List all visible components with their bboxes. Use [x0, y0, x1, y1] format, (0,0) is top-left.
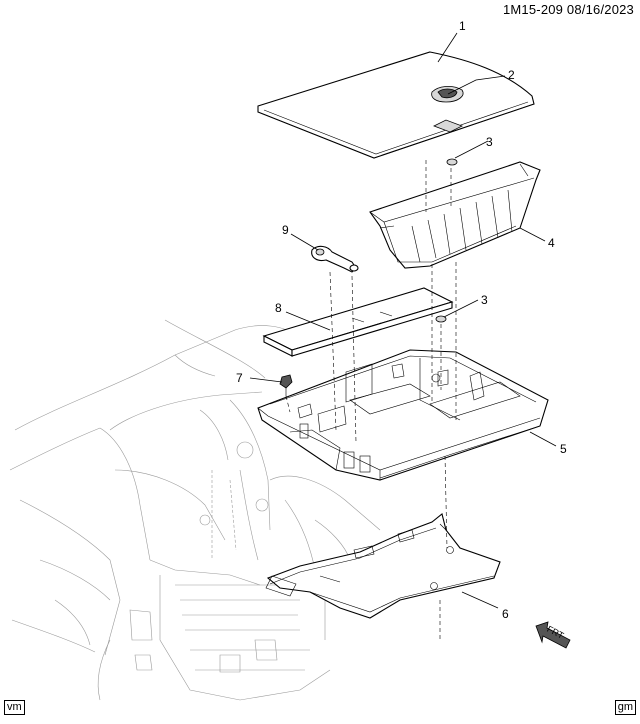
part-3-grommet-lower	[435, 315, 447, 323]
diagram-code: 1M15-209	[502, 2, 564, 17]
leader-lines	[249, 32, 557, 609]
vehicle-body-outline	[9, 319, 381, 701]
callout-1: 1	[459, 19, 466, 33]
callout-numbers: 1 2 3 4 3 5 6 7 8 9	[236, 19, 567, 621]
callout-3-upper: 3	[486, 135, 493, 149]
callout-3-lower: 3	[481, 293, 488, 307]
diagram-date: 08/16/2023	[566, 2, 634, 17]
part-7-retainer-clip	[279, 374, 293, 396]
callout-7: 7	[236, 371, 243, 385]
part-4-storage-bin	[369, 161, 541, 269]
part-1-load-floor-panel	[257, 51, 535, 159]
assembly-lines	[285, 160, 457, 640]
corner-mark-left: vm	[4, 700, 25, 715]
callout-5: 5	[560, 442, 567, 456]
front-direction-arrow: FRT	[535, 621, 571, 649]
callout-9: 9	[282, 223, 289, 237]
part-5-storage-tray	[257, 349, 549, 481]
callout-4: 4	[548, 236, 555, 250]
part-9-wheel-wrench	[311, 245, 359, 273]
part-8-cover-board	[262, 287, 454, 357]
callout-8: 8	[275, 301, 282, 315]
part-3-grommet-upper	[446, 158, 458, 166]
part-6-lower-shield	[265, 513, 501, 619]
diagram-header: 1M15-209 08/16/2023	[503, 2, 634, 17]
corner-mark-right: gm	[614, 700, 636, 715]
callout-2: 2	[508, 68, 515, 82]
callout-6: 6	[502, 607, 509, 621]
